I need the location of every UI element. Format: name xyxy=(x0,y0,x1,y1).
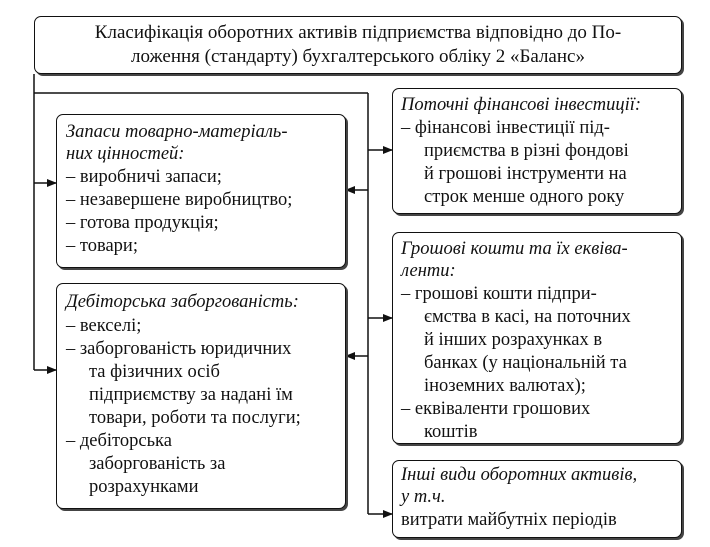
inventories-item: – товари; xyxy=(66,236,138,256)
investments-line: – фінансові інвестиції під- xyxy=(401,118,610,138)
inventories-item: – готова продукція; xyxy=(66,213,219,233)
receivables-box: Дебіторська заборгованість: – векселі; –… xyxy=(56,283,346,509)
receivables-line: – дебіторська xyxy=(66,431,172,451)
title-line-1: Класифікація оборотних активів підприємс… xyxy=(94,22,622,43)
inventories-box: Запаси товарно-матеріаль- них цінностей:… xyxy=(56,114,346,268)
receivables-line: – векселі; xyxy=(66,316,142,336)
cash-line: банках (у національній та xyxy=(424,353,627,373)
cash-box: Грошові кошти та їх еквіва- ленти: – гро… xyxy=(392,232,682,444)
receivables-line: заборгованість за xyxy=(89,454,226,474)
cash-line: іноземних валютах); xyxy=(424,376,586,396)
title-line-2: ложення (стандарту) бухгалтерського облі… xyxy=(131,46,585,67)
receivables-line: розрахунками xyxy=(89,477,199,497)
cash-line: коштів xyxy=(424,422,478,442)
inventories-item: – виробничі запаси; xyxy=(66,167,222,187)
other-heading-2: у т.ч. xyxy=(401,487,446,507)
title-box: Класифікація оборотних активів підприємс… xyxy=(34,16,682,74)
investments-heading: Поточні фінансові інвестиції: xyxy=(401,95,642,115)
receivables-line: товари, роботи та послуги; xyxy=(89,408,301,428)
receivables-heading: Дебіторська заборгованість: xyxy=(66,292,299,312)
investments-box: Поточні фінансові інвестиції: – фінансов… xyxy=(392,88,682,214)
other-heading-1: Інші види оборотних активів, xyxy=(401,465,638,485)
cash-heading-2: ленти: xyxy=(401,261,456,281)
investments-line: строк менше одного року xyxy=(424,187,625,207)
cash-line: – грошові кошти підпри- xyxy=(401,284,597,304)
inventories-heading-2: них цінностей: xyxy=(66,144,185,164)
receivables-line: – заборгованість юридичних xyxy=(66,339,292,359)
inventories-heading-1: Запаси товарно-матеріаль- xyxy=(66,122,288,142)
cash-line: – еквіваленти грошових xyxy=(401,399,591,419)
investments-line: приємства в різні фондові xyxy=(424,141,629,161)
investments-line: й грошові інструменти на xyxy=(424,164,627,184)
other-line: витрати майбутніх періодів xyxy=(401,510,617,530)
inventories-item: – незавершене виробництво; xyxy=(66,190,293,210)
receivables-line: та фізичних осіб xyxy=(89,362,220,382)
other-box: Інші види оборотних активів, у т.ч. витр… xyxy=(392,460,682,538)
cash-line: ємства в касі, на поточних xyxy=(424,307,631,327)
cash-heading-1: Грошові кошти та їх еквіва- xyxy=(401,239,628,259)
cash-line: й інших розрахунках в xyxy=(424,330,603,350)
receivables-line: підприємству за надані їм xyxy=(89,385,293,405)
